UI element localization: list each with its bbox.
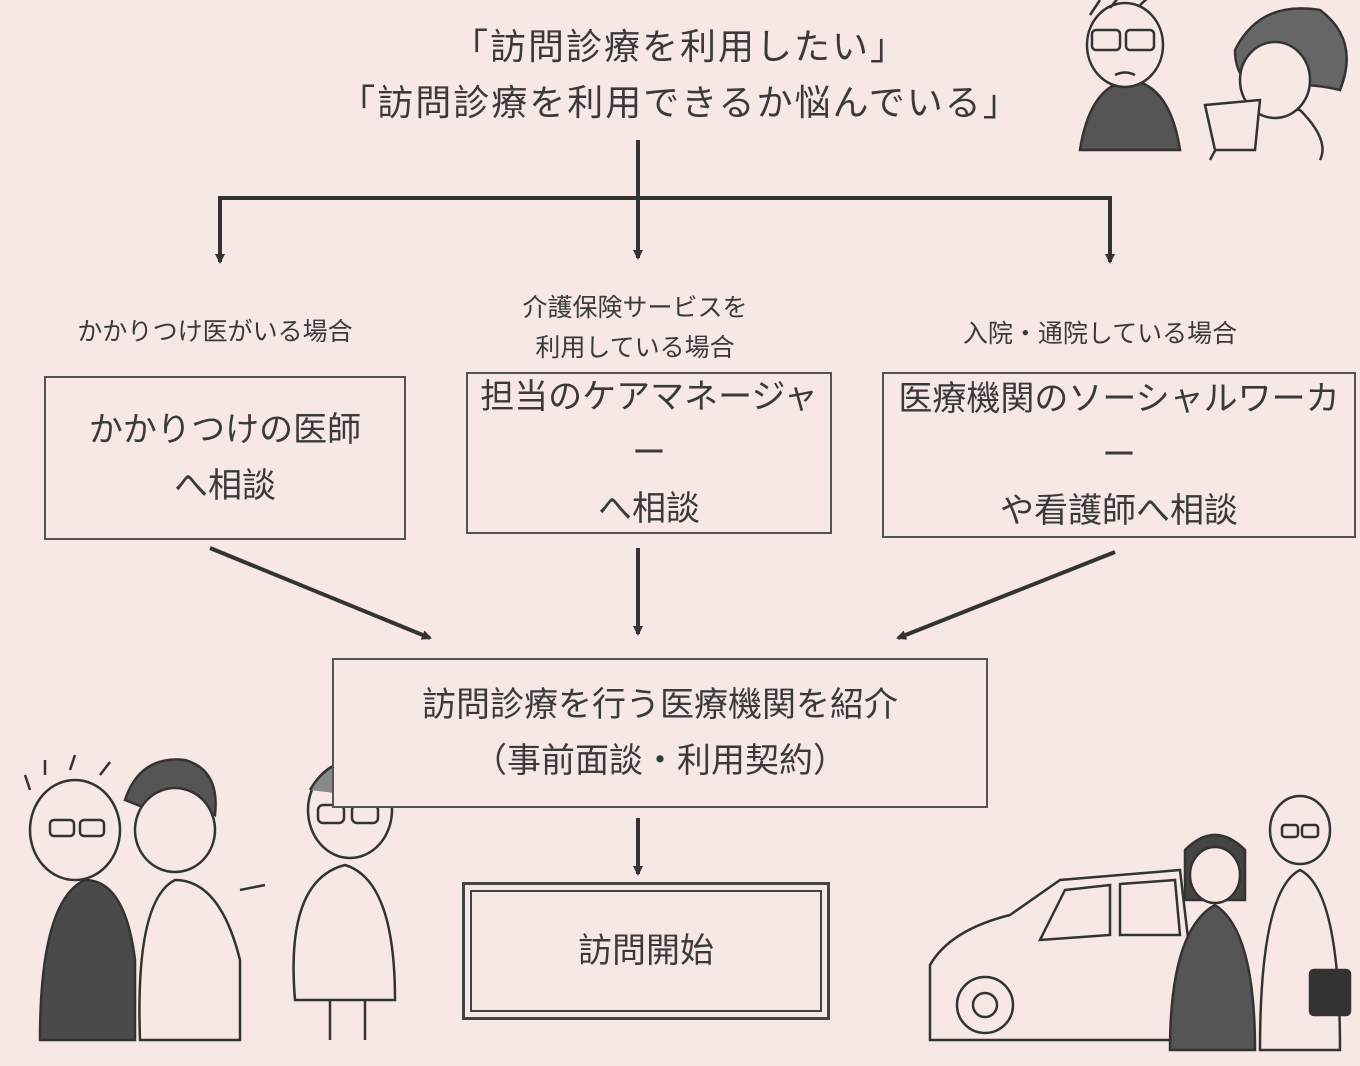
car-and-visiting-team-illustration [928,794,1352,1052]
condition-line: 介護保険サービスを [522,293,748,322]
condition-care-insurance: 介護保険サービスを 利用している場合 [470,288,800,368]
consult-box-care-manager: 担当のケアマネージャー へ相談 [466,372,832,534]
arrow-left-to-intro [209,546,432,640]
arrow-right-to-intro [896,550,1116,640]
intro-box: 訪問診療を行う医療機関を紹介 （事前面談・利用契約） [332,658,988,808]
condition-line: 利用している場合 [535,333,735,362]
consult-box-social-worker: 医療機関のソーシャルワーカー や看護師へ相談 [882,372,1356,538]
consult-box-family-doctor: かかりつけの医師 へ相談 [44,376,406,540]
box-line: へ相談 [174,466,276,506]
box-line: かかりつけの医師 [88,410,362,450]
condition-line: 入院・通院している場合 [962,319,1238,348]
box-line: 訪問診療を行う医療機関を紹介 [422,685,898,725]
connector-lines [209,140,1116,876]
condition-hospital: 入院・通院している場合 [910,314,1290,354]
box-line: や看護師へ相談 [1000,491,1238,531]
start-label: 訪問開始 [578,931,714,971]
box-line: へ相談 [598,489,700,529]
patients-and-doctor-illustration [23,754,397,1042]
box-line: 医療機関のソーシャルワーカー [898,379,1340,475]
start-box: 訪問開始 [462,882,830,1020]
header-line-2: 「訪問診療を利用できるか悩んでいる」 [339,83,1021,124]
condition-family-doctor: かかりつけ医がいる場合 [40,312,390,352]
couple-illustration [1078,0,1348,161]
box-line: （事前面談・利用契約） [473,741,847,781]
condition-line: かかりつけ医がいる場合 [77,317,353,346]
header-line-1: 「訪問診療を利用したい」 [451,27,908,68]
box-line: 担当のケアマネージャー [480,377,818,473]
